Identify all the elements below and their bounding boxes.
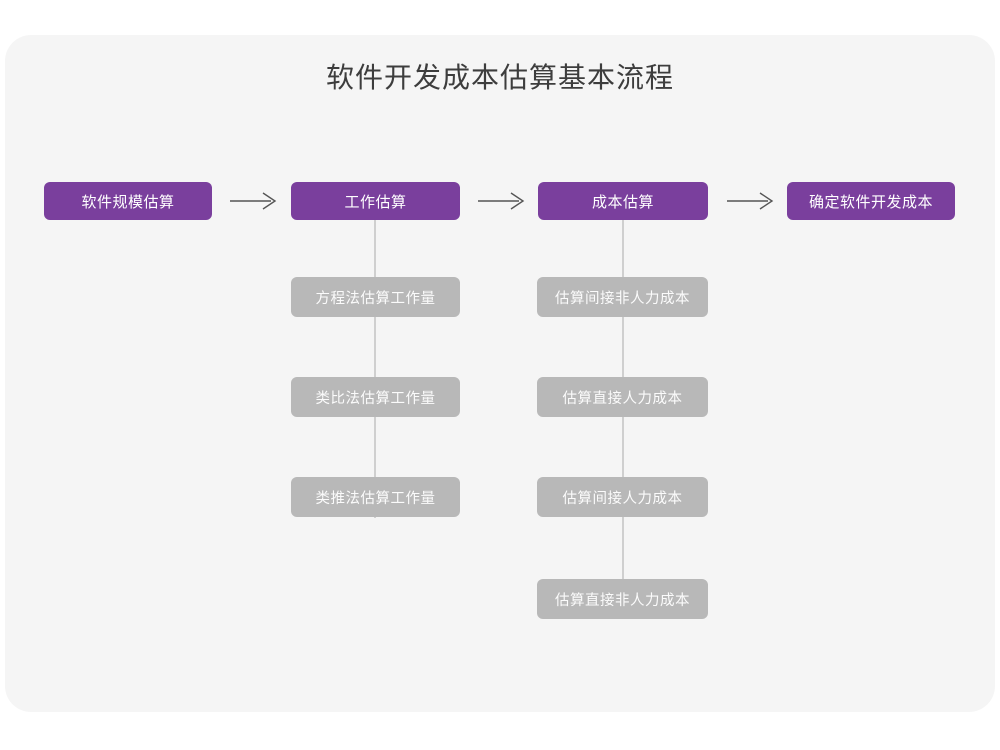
sub-node-direct-nonlabor-cost[interactable]: 估算直接非人力成本: [537, 579, 708, 619]
sub-node-label: 类比法估算工作量: [315, 390, 436, 407]
connector-line-work: [374, 218, 376, 518]
sub-node-analogy-method-effort[interactable]: 类比法估算工作量: [291, 377, 460, 417]
arrow-right-icon-1: [229, 189, 279, 213]
sub-node-label: 估算直接非人力成本: [555, 592, 690, 609]
flow-node-cost-estimation[interactable]: 成本估算: [538, 182, 708, 220]
flow-node-determine-dev-cost[interactable]: 确定软件开发成本: [787, 182, 955, 220]
sub-node-label: 估算间接人力成本: [562, 490, 683, 507]
sub-node-indirect-labor-cost[interactable]: 估算间接人力成本: [537, 477, 708, 517]
flow-node-work-estimation[interactable]: 工作估算: [291, 182, 460, 220]
flow-node-label: 工作估算: [344, 193, 407, 211]
sub-node-indirect-nonlabor-cost[interactable]: 估算间接非人力成本: [537, 277, 708, 317]
flow-node-label: 软件规模估算: [81, 193, 175, 211]
sub-node-equation-method-effort[interactable]: 方程法估算工作量: [291, 277, 460, 317]
sub-node-label: 估算直接人力成本: [562, 390, 683, 407]
diagram-canvas: [5, 35, 995, 712]
sub-node-label: 方程法估算工作量: [315, 290, 436, 307]
sub-node-inference-method-effort[interactable]: 类推法估算工作量: [291, 477, 460, 517]
sub-node-label: 估算间接非人力成本: [555, 290, 690, 307]
page-title: 软件开发成本估算基本流程: [325, 62, 674, 93]
flow-node-label: 成本估算: [591, 193, 654, 211]
connector-line-cost: [622, 218, 624, 618]
arrow-right-icon-2: [477, 189, 527, 213]
sub-node-label: 类推法估算工作量: [315, 490, 436, 507]
sub-node-direct-labor-cost[interactable]: 估算直接人力成本: [537, 377, 708, 417]
flow-node-label: 确定软件开发成本: [808, 193, 933, 211]
arrow-right-icon-3: [726, 189, 776, 213]
flow-node-software-scale-estimation[interactable]: 软件规模估算: [44, 182, 212, 220]
